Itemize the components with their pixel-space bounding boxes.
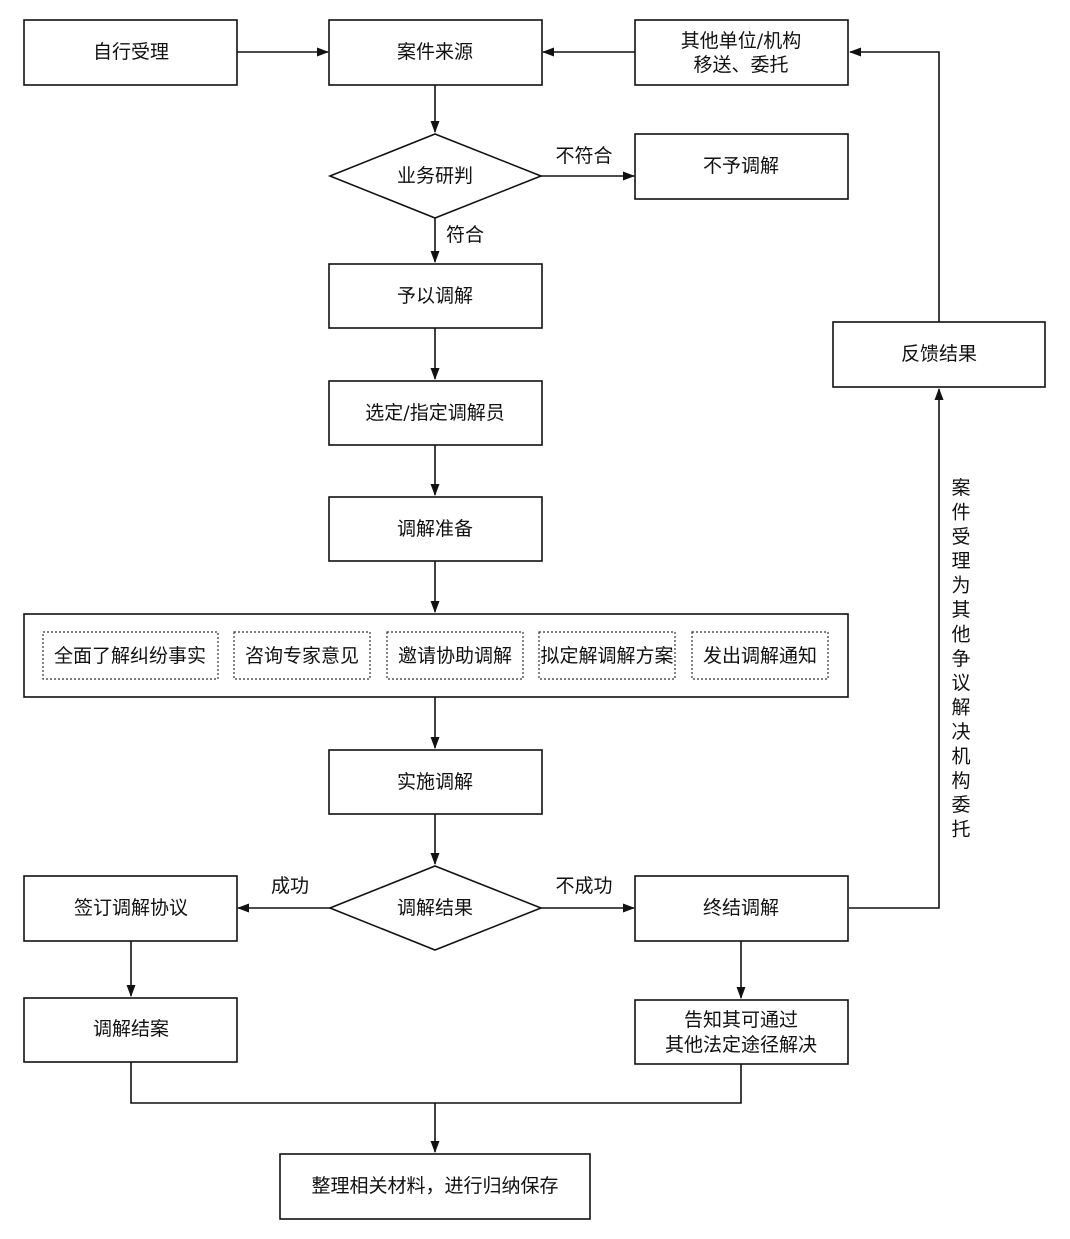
node-implement-mediation: 实施调解 [328, 749, 543, 815]
edge-label-entrust-vertical-char: 构 [951, 770, 970, 792]
edge-label-entrust-vertical-char: 议 [951, 672, 970, 694]
arrow-terminate-to-feedback [849, 388, 944, 909]
node-grant-mediation: 予以调解 [328, 263, 543, 329]
sign-agreement-label: 签订调解协议 [74, 897, 188, 919]
arrow-feedback-to-other [849, 47, 940, 322]
edge-label-entrust-vertical-char: 为 [951, 575, 970, 597]
select-mediator-label: 选定/指定调解员 [365, 402, 504, 424]
edge-label-not-conform: 不符合 [555, 145, 612, 167]
edge-label-entrust-vertical-char: 理 [951, 550, 970, 572]
other-units-label-line2: 移送、委托 [693, 54, 788, 76]
edge-label-entrust-vertical-char: 委 [951, 794, 970, 816]
prep-task-facts: 全面了解纠纷事实 [42, 631, 219, 680]
edge-label-entrust-vertical-char: 其 [951, 599, 970, 621]
terminate-mediation-label: 终结调解 [703, 897, 779, 919]
prep-task-plan-label: 拟定解调解方案 [540, 645, 673, 667]
prep-task-notice-label: 发出调解通知 [703, 645, 817, 667]
node-no-mediation: 不予调解 [634, 133, 849, 200]
edge-label-entrust-vertical-char: 争 [951, 648, 970, 670]
edge-label-entrust-vertical-char: 受 [951, 526, 970, 548]
node-select-mediator: 选定/指定调解员 [328, 380, 543, 446]
edge-label-conform: 符合 [446, 224, 484, 246]
connectors [126, 47, 944, 1153]
edge-label-entrust-vertical-char: 托 [951, 819, 970, 841]
node-mediation-result: 调解结果 [327, 865, 544, 951]
prep-task-invite: 邀请协助调解 [386, 631, 524, 680]
inform-label-line1: 告知其可通过 [684, 1009, 798, 1031]
edge-label-entrust-vertical-char: 他 [951, 623, 970, 645]
edge-label-entrust-vertical-char: 决 [951, 721, 970, 743]
prep-task-experts: 咨询专家意见 [233, 631, 371, 680]
node-terminate-mediation: 终结调解 [634, 875, 849, 942]
prep-task-experts-label: 咨询专家意见 [245, 645, 359, 667]
node-feedback: 反馈结果 [832, 321, 1046, 388]
prep-task-notice: 发出调解通知 [691, 631, 829, 680]
node-other-units: 其他单位/机构 移送、委托 [634, 19, 849, 86]
node-inform: 告知其可通过 其他法定途径解决 [634, 999, 849, 1065]
close-case-label: 调解结案 [93, 1018, 169, 1040]
edge-label-entrust-vertical-char: 机 [951, 745, 970, 767]
implement-mediation-label: 实施调解 [397, 771, 473, 793]
node-prep-tasks: 全面了解纠纷事实 咨询专家意见 邀请协助调解 拟定解调解方案 发出调解通知 [23, 613, 849, 698]
self-accept-label: 自行受理 [93, 41, 169, 63]
node-close-case: 调解结案 [23, 997, 238, 1063]
node-archive: 整理相关材料，进行归纳保存 [279, 1153, 591, 1220]
node-self-accept: 自行受理 [23, 19, 238, 86]
edge-label-entrust-vertical-char: 件 [951, 501, 970, 523]
mediation-prep-label: 调解准备 [397, 518, 473, 540]
no-mediation-label: 不予调解 [703, 155, 779, 177]
node-case-source: 案件来源 [328, 19, 543, 86]
node-business-judgment: 业务研判 [327, 133, 544, 219]
edge-label-failure: 不成功 [555, 875, 612, 897]
other-units-label-line1: 其他单位/机构 [681, 30, 801, 52]
edge-label-entrust-vertical-char: 案 [951, 477, 970, 499]
node-mediation-prep: 调解准备 [328, 496, 543, 562]
archive-label: 整理相关材料，进行归纳保存 [311, 1175, 558, 1197]
inform-label-line2: 其他法定途径解决 [665, 1034, 817, 1056]
node-sign-agreement: 签订调解协议 [23, 875, 238, 942]
prep-task-facts-label: 全面了解纠纷事实 [54, 645, 206, 667]
case-source-label: 案件来源 [397, 41, 473, 63]
edge-label-success: 成功 [271, 875, 309, 897]
business-judgment-label: 业务研判 [397, 165, 473, 187]
grant-mediation-label: 予以调解 [397, 285, 473, 307]
feedback-label: 反馈结果 [901, 343, 977, 365]
mediation-result-label: 调解结果 [397, 897, 473, 919]
edge-label-entrust-vertical-char: 解 [951, 697, 970, 719]
prep-task-invite-label: 邀请协助调解 [398, 645, 512, 667]
prep-task-plan: 拟定解调解方案 [538, 631, 676, 680]
merge-line-close [130, 1062, 742, 1104]
